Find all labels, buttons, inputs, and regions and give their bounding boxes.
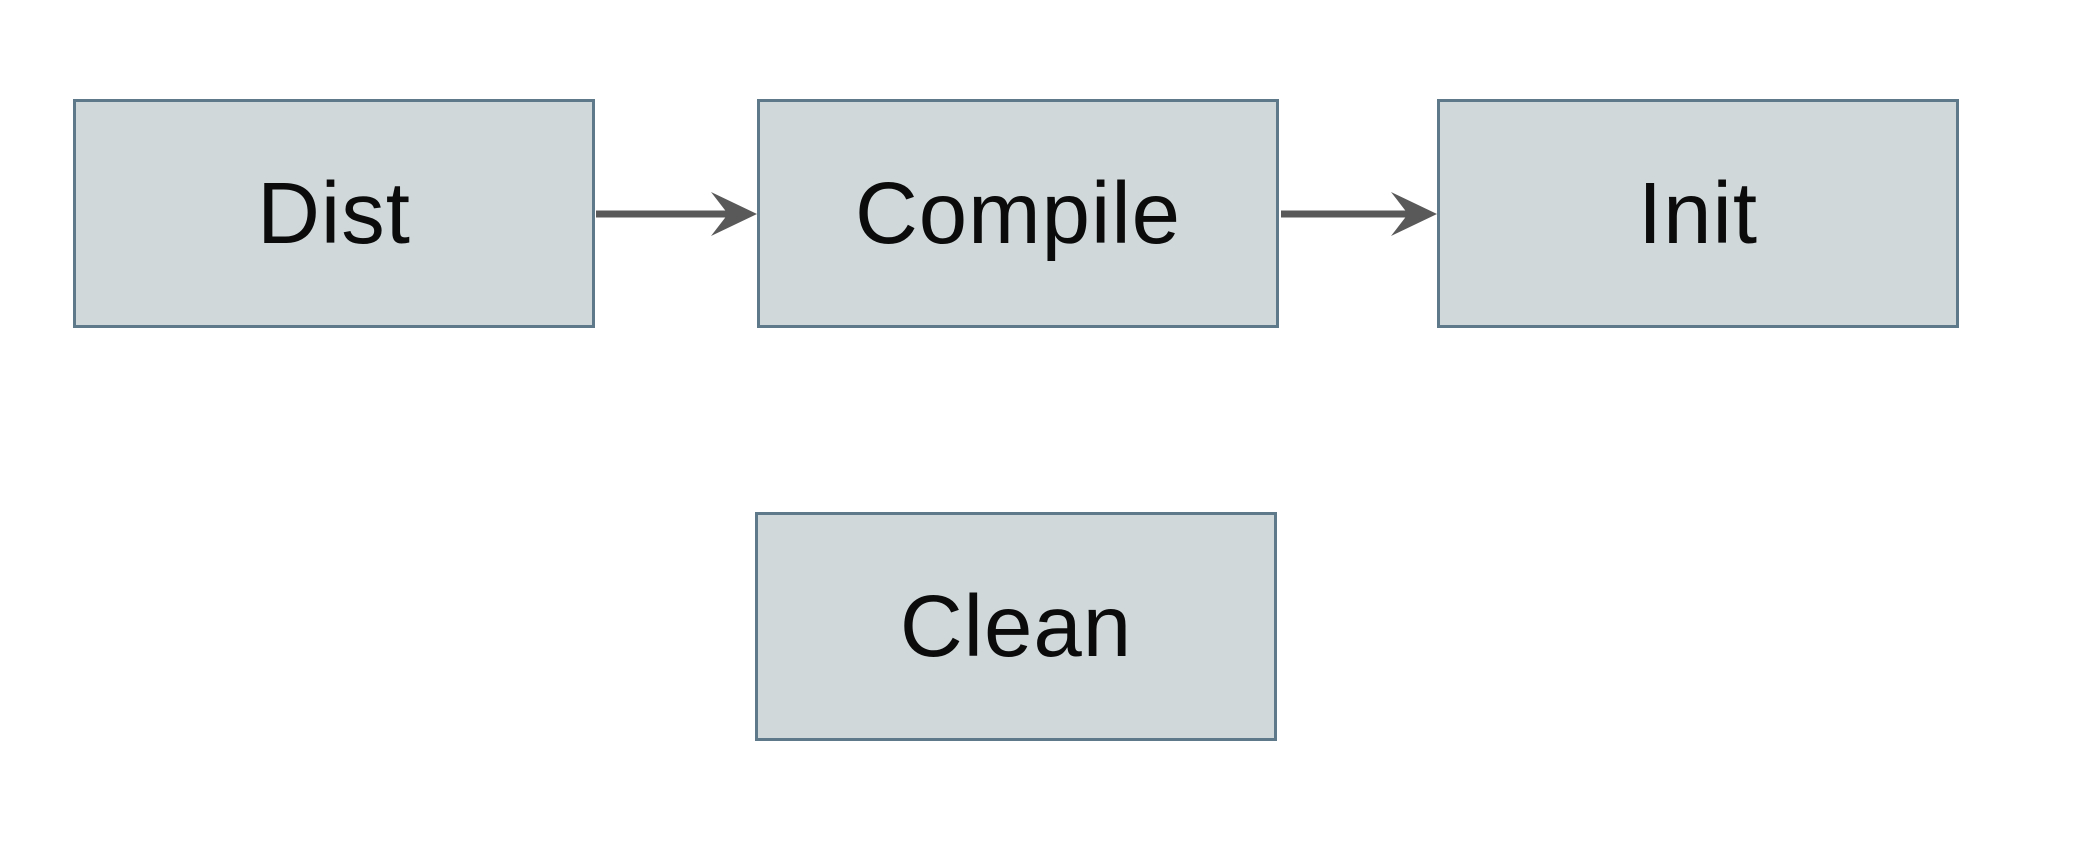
node-dist-label: Dist [257, 165, 411, 262]
arrowhead-icon [1391, 192, 1437, 236]
arrow-dist-to-compile [596, 192, 757, 236]
node-clean[interactable]: Clean [755, 512, 1277, 741]
arrow-compile-to-init [1281, 192, 1437, 236]
node-compile-label: Compile [854, 165, 1182, 262]
node-clean-label: Clean [899, 578, 1133, 675]
node-compile[interactable]: Compile [757, 99, 1279, 328]
node-init[interactable]: Init [1437, 99, 1959, 328]
node-init-label: Init [1637, 165, 1759, 262]
arrowhead-icon [711, 192, 757, 236]
node-dist[interactable]: Dist [73, 99, 595, 328]
